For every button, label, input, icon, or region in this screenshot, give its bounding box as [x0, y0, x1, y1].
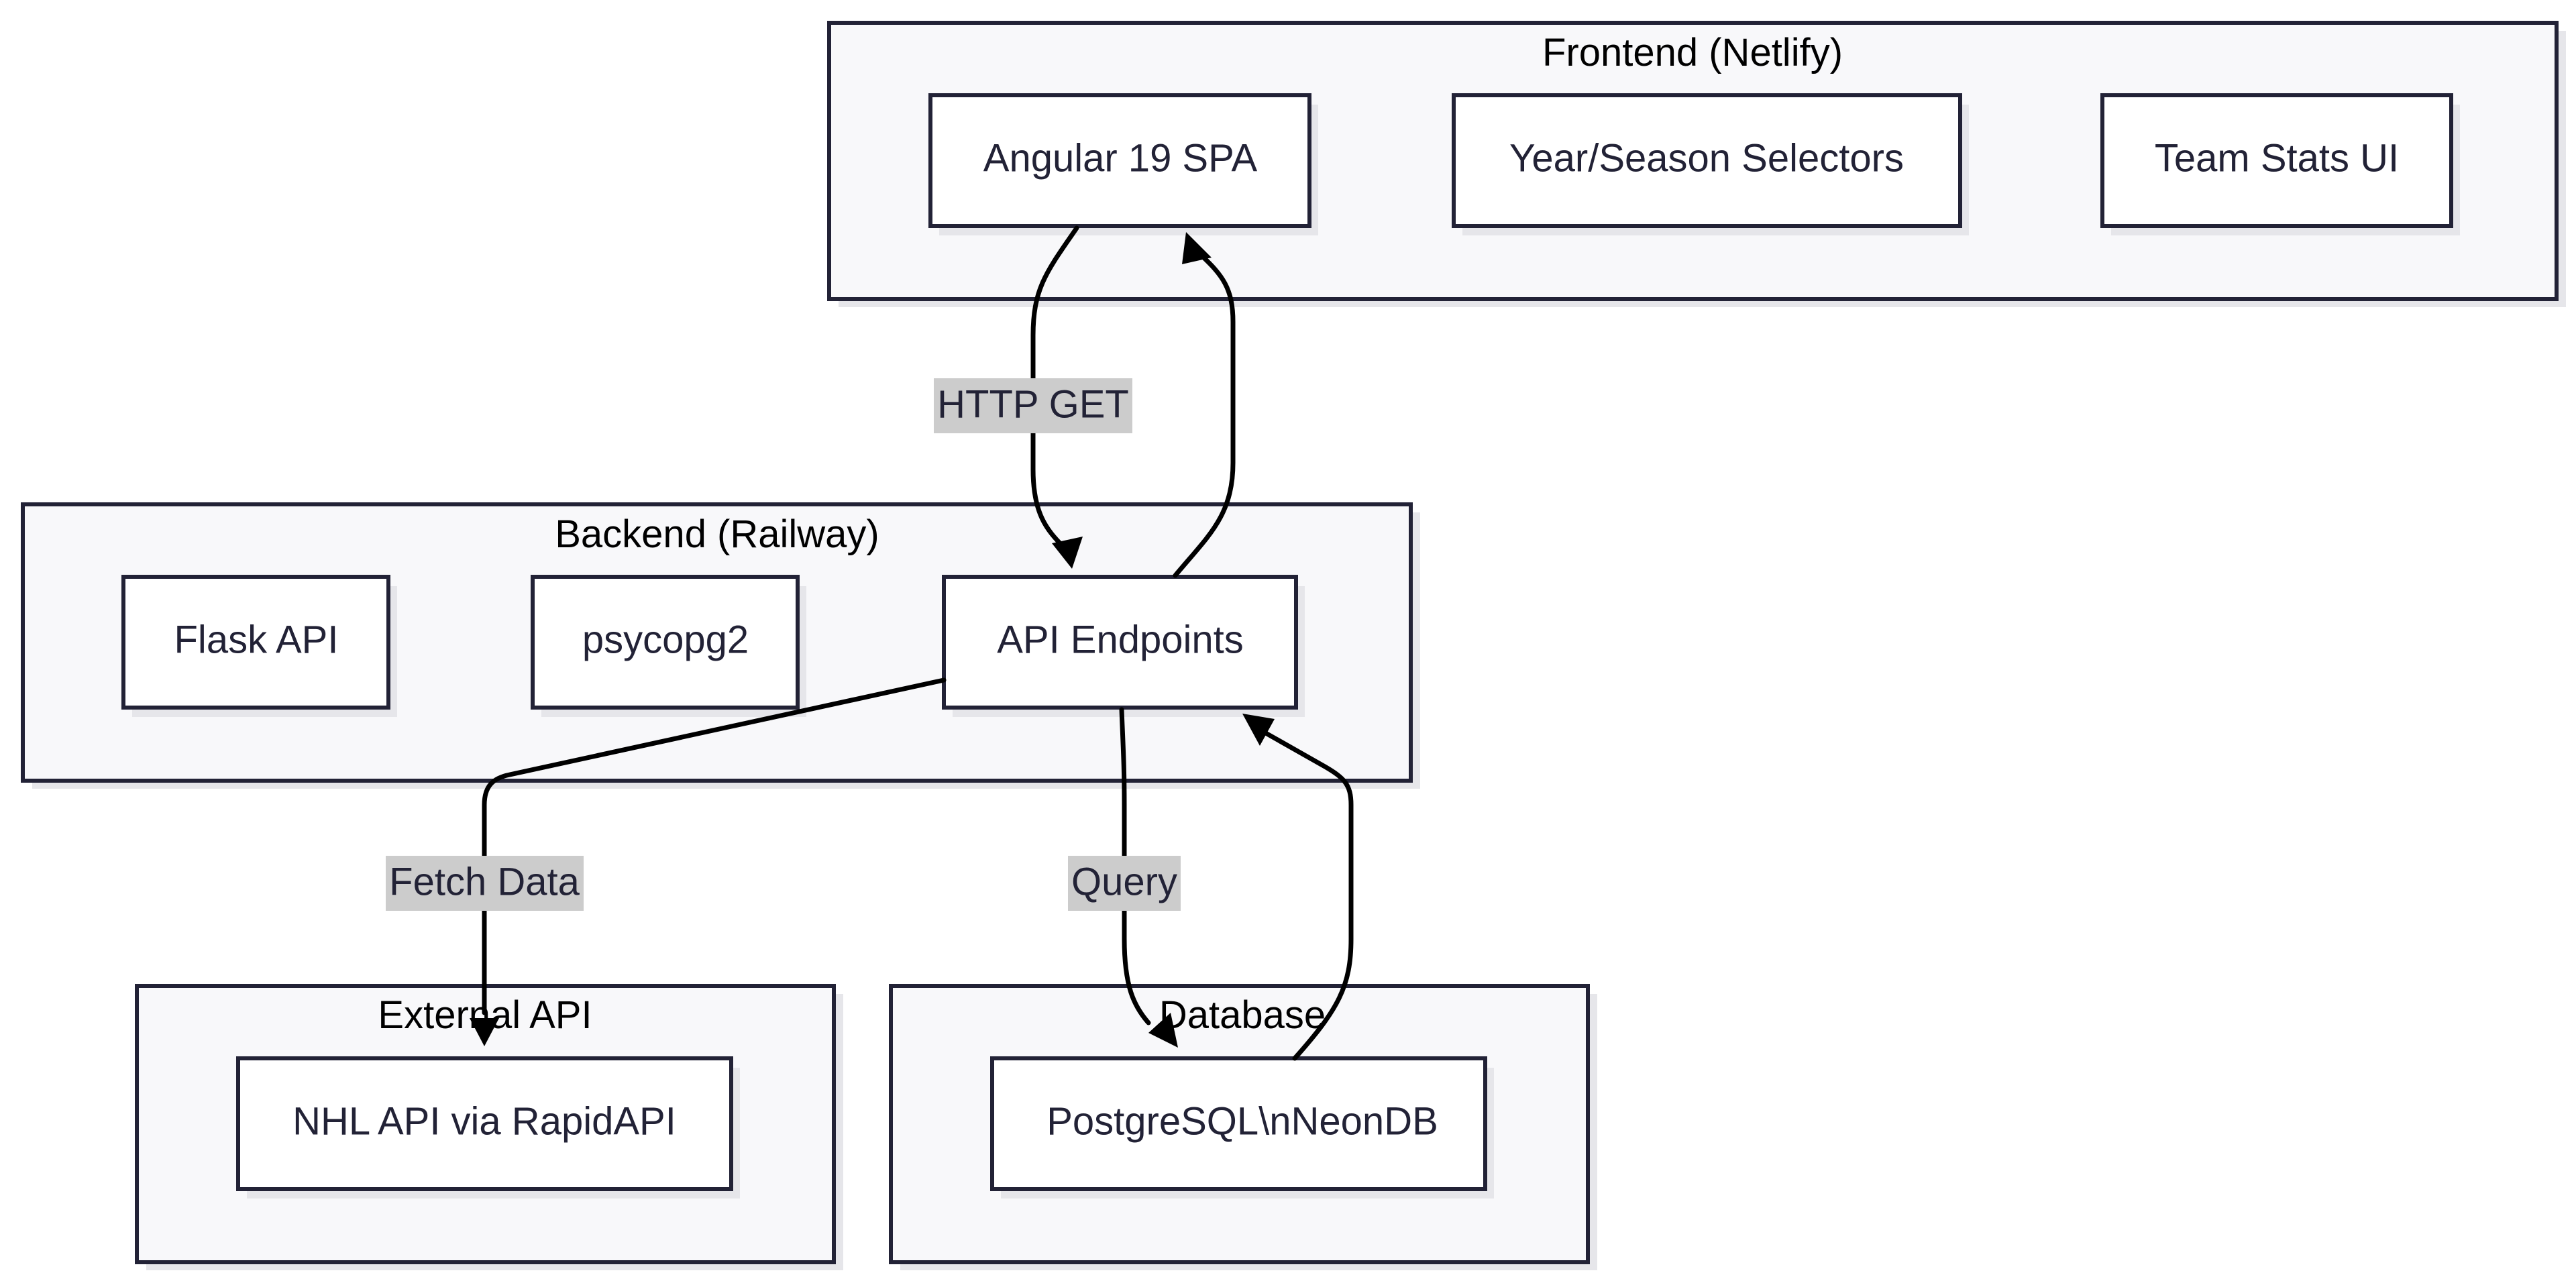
node-flask-api[interactable]: Flask API — [121, 575, 397, 717]
node-angular-spa-label: Angular 19 SPA — [983, 136, 1258, 180]
edge-http-get-arrowhead — [1052, 537, 1083, 569]
edge-label-http-get: HTTP GET — [934, 378, 1132, 433]
node-api-endpoints-label: API Endpoints — [997, 618, 1244, 661]
edge-http-get — [1030, 225, 1083, 569]
edge-result-arrowhead — [1242, 714, 1275, 746]
edge-label-query: Query — [1068, 856, 1181, 911]
node-flask-api-label: Flask API — [174, 618, 339, 661]
cluster-frontend-title: Frontend (Netlify) — [1542, 31, 1843, 74]
edge-fetch-data-arrowhead — [470, 1018, 499, 1046]
node-year-season-selectors[interactable]: Year/Season Selectors — [1452, 93, 1969, 235]
svg-text:Fetch Data: Fetch Data — [389, 860, 580, 903]
cluster-database-title: Database — [1159, 993, 1326, 1037]
node-psycopg2-label: psycopg2 — [582, 618, 749, 661]
node-nhl-api-label: NHL API via RapidAPI — [292, 1099, 676, 1143]
node-postgresql-neondb[interactable]: PostgreSQL\nNeonDB — [990, 1056, 1494, 1199]
svg-text:HTTP GET: HTTP GET — [937, 382, 1129, 426]
node-psycopg2[interactable]: psycopg2 — [531, 575, 806, 717]
edge-result-to-endpoints — [1242, 714, 1354, 1061]
node-api-endpoints[interactable]: API Endpoints — [942, 575, 1305, 717]
node-postgresql-neondb-label: PostgreSQL\nNeonDB — [1046, 1099, 1438, 1143]
edge-label-fetch-data: Fetch Data — [386, 856, 584, 911]
edge-fetch-data — [470, 677, 947, 1046]
cluster-backend-title: Backend (Railway) — [555, 512, 879, 556]
svg-text:Query: Query — [1071, 860, 1177, 903]
edge-response-arrowhead — [1182, 232, 1212, 264]
node-angular-spa[interactable]: Angular 19 SPA — [928, 93, 1318, 235]
node-team-stats-ui[interactable]: Team Stats UI — [2100, 93, 2460, 235]
node-year-season-selectors-label: Year/Season Selectors — [1509, 136, 1904, 180]
edge-query-arrowhead — [1148, 1013, 1178, 1048]
edge-response-to-angular — [1173, 232, 1236, 578]
node-nhl-api[interactable]: NHL API via RapidAPI — [236, 1056, 740, 1199]
node-team-stats-ui-label: Team Stats UI — [2155, 136, 2399, 180]
